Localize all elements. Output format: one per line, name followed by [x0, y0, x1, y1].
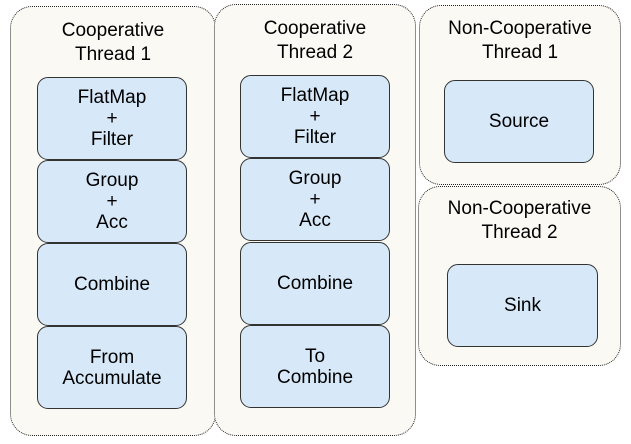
- cooperative-thread-1-title: Cooperative Thread 1: [61, 20, 165, 65]
- coop1-flatmap-filter-stage: FlatMap + Filter: [37, 77, 187, 160]
- coop1-combine-stage: Combine: [37, 243, 187, 326]
- sink-stage: Sink: [447, 264, 598, 347]
- cooperative-thread-2-title: Cooperative Thread 2: [263, 18, 367, 63]
- coop1-group-acc-stage: Group + Acc: [37, 160, 187, 243]
- source-stage: Source: [444, 80, 594, 163]
- non-cooperative-thread-2-title: Non-Cooperative Thread 2: [447, 198, 592, 243]
- coop2-combine-stage: Combine: [240, 242, 390, 325]
- coop2-flatmap-filter-stage: FlatMap + Filter: [240, 75, 390, 158]
- coop2-to-combine-stage: To Combine: [240, 325, 390, 408]
- non-cooperative-thread-1-title: Non-Cooperative Thread 1: [448, 18, 592, 63]
- coop2-group-acc-stage: Group + Acc: [240, 158, 390, 241]
- coop1-from-accumulate-stage: From Accumulate: [37, 326, 187, 409]
